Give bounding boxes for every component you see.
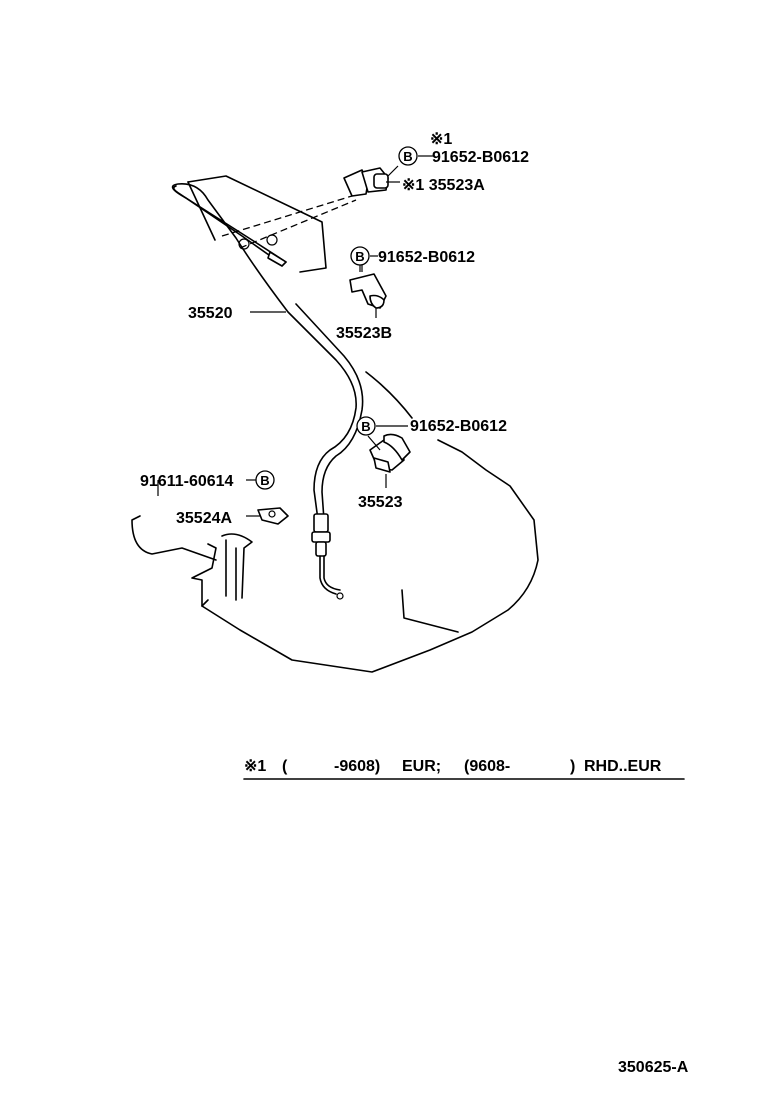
bolt-marker-low: B [356, 416, 376, 436]
svg-text:B: B [361, 419, 370, 434]
svg-text:B: B [260, 473, 269, 488]
callout-35524a: 35524A [176, 510, 232, 527]
bracket-35523a [343, 165, 399, 197]
callout-35520: 35520 [188, 305, 233, 322]
footnote-range2: (9608- [464, 758, 510, 775]
bolt-marker-mid: B [350, 246, 370, 266]
bracket-35523b [349, 262, 387, 309]
callout-bolt-91652-low: 91652-B0612 [410, 418, 507, 435]
callout-bolt-91652-mid: 91652-B0612 [378, 249, 475, 266]
bolt-marker-left: B [255, 470, 275, 490]
callout-bolt-91652-top: 91652-B0612 [432, 149, 529, 166]
shift-lever-housing [187, 175, 357, 273]
footnote-close2: ) [570, 758, 575, 775]
svg-text:B: B [403, 149, 412, 164]
footnote-mark: ※1 [244, 758, 266, 775]
svg-text:B: B [355, 249, 364, 264]
footnote: ※1 ( -9608) EUR; (9608- ) RHD..EUR [243, 758, 685, 780]
footnote-open: ( [282, 758, 288, 775]
figure-id: 350625-A [618, 1059, 689, 1076]
footnote-region1: EUR; [402, 758, 441, 775]
shift-cable [171, 183, 364, 600]
callout-star1: ※1 [430, 131, 452, 148]
callout-35523: 35523 [358, 494, 403, 511]
clamp-35523 [367, 433, 411, 473]
transmission-case [131, 371, 539, 673]
callout-bolt-91611: 91611-60614 [140, 473, 234, 490]
callout-35523b: 35523B [336, 325, 392, 342]
footnote-region2: RHD..EUR [584, 758, 662, 775]
callout-35523a: ※1 35523A [402, 177, 485, 194]
footnote-range1: -9608) [334, 758, 380, 775]
bolt-marker-top: B [398, 146, 418, 166]
plate-35524a [257, 507, 289, 525]
